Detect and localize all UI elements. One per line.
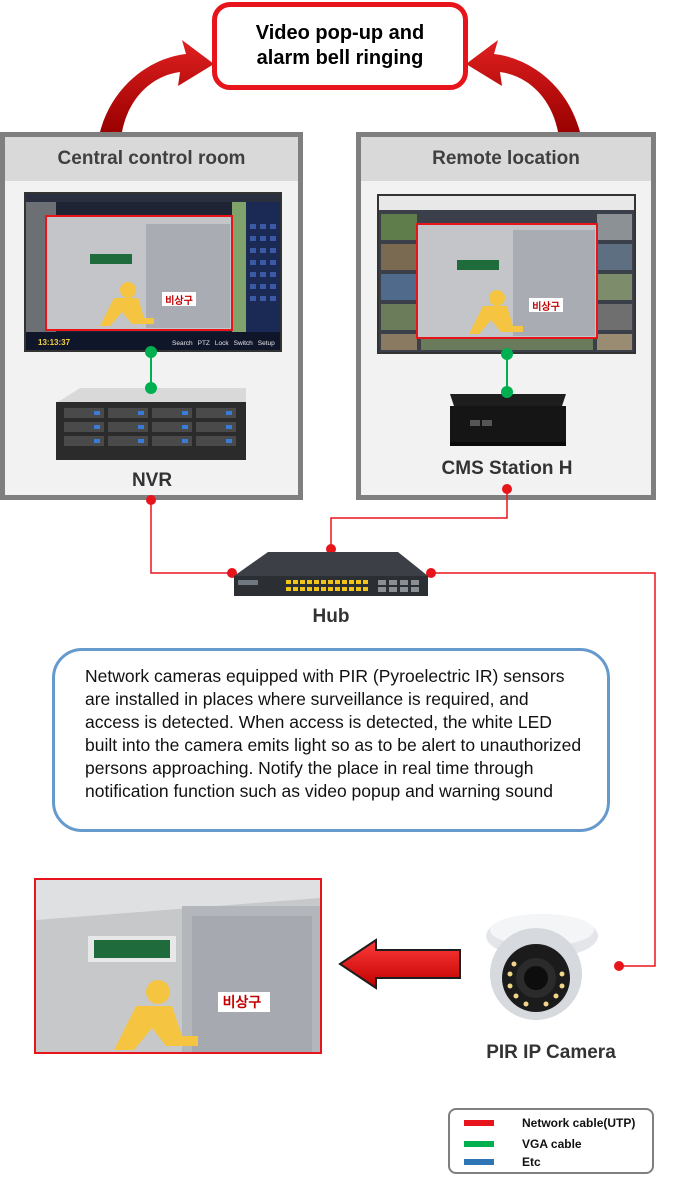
nvr-label: NVR xyxy=(131,470,173,491)
net-node-camera xyxy=(614,961,624,971)
pir-camera xyxy=(486,914,598,1020)
alert-block-arrow xyxy=(338,938,461,990)
net-node-hub-right xyxy=(426,568,436,578)
alarm-callout: Video pop-up and alarm bell ringing xyxy=(212,2,468,90)
alarm-line-2: alarm bell ringing xyxy=(256,47,424,69)
net-node-nvr xyxy=(146,495,156,505)
nvr-screen xyxy=(26,194,280,350)
bar-item-switch: Switch xyxy=(233,340,253,347)
cms-label: CMS Station H xyxy=(441,458,573,479)
nvr-monitor xyxy=(24,192,282,352)
nvr-bottom-bar: Search PTZ Lock Switch Setup xyxy=(172,340,275,347)
nvr-clock: 13:13:37 xyxy=(38,338,71,347)
right-curved-arrow xyxy=(466,40,580,132)
detected-scene xyxy=(34,878,322,1054)
bar-item-search: Search xyxy=(172,340,193,347)
legend-swatch-network xyxy=(464,1120,494,1126)
vga-node-nvr-bottom xyxy=(145,382,157,394)
cms-monitor xyxy=(377,194,636,354)
cms-popup-sign: 비상구 xyxy=(532,302,560,313)
vga-node-cms-top xyxy=(501,348,513,360)
central-panel-title: Central control room xyxy=(5,137,298,181)
description-text: Network cameras equipped with PIR (Pyroe… xyxy=(85,666,582,801)
net-node-hub-top xyxy=(326,544,336,554)
scene-sign: 비상구 xyxy=(222,994,262,1010)
remote-panel-title: Remote location xyxy=(361,137,651,181)
camera-label: PIR IP Camera xyxy=(486,1042,616,1063)
legend-swatch-etc xyxy=(464,1159,494,1165)
legend-item-etc: Etc xyxy=(464,1153,541,1171)
hub-label: Hub xyxy=(312,606,350,627)
cms-screen xyxy=(379,196,634,350)
legend-label-etc: Etc xyxy=(522,1155,541,1169)
legend-item-vga: VGA cable xyxy=(464,1135,582,1153)
description-box: Network cameras equipped with PIR (Pyroe… xyxy=(52,648,610,832)
left-curved-arrow xyxy=(100,40,214,132)
nvr-device xyxy=(56,388,246,460)
legend-label-network: Network cable(UTP) xyxy=(522,1116,636,1130)
net-node-hub-left xyxy=(227,568,237,578)
vga-node-cms-bottom xyxy=(501,386,513,398)
scene-image xyxy=(36,880,320,1052)
legend-item-network: Network cable(UTP) xyxy=(464,1114,635,1132)
vga-node-nvr-top xyxy=(145,346,157,358)
legend: Network cable(UTP) VGA cable Etc xyxy=(448,1108,654,1174)
cms-station-device xyxy=(450,394,566,446)
legend-label-vga: VGA cable xyxy=(522,1137,582,1151)
bar-item-lock: Lock xyxy=(214,340,229,347)
alarm-arrows xyxy=(100,40,580,132)
hub-switch xyxy=(234,552,428,596)
net-node-cms xyxy=(502,484,512,494)
alarm-line-1: Video pop-up and xyxy=(255,22,425,44)
bar-item-ptz: PTZ xyxy=(197,340,210,347)
legend-swatch-vga xyxy=(464,1141,494,1147)
nvr-popup-sign: 비상구 xyxy=(165,296,193,307)
bar-item-setup: Setup xyxy=(257,340,275,347)
